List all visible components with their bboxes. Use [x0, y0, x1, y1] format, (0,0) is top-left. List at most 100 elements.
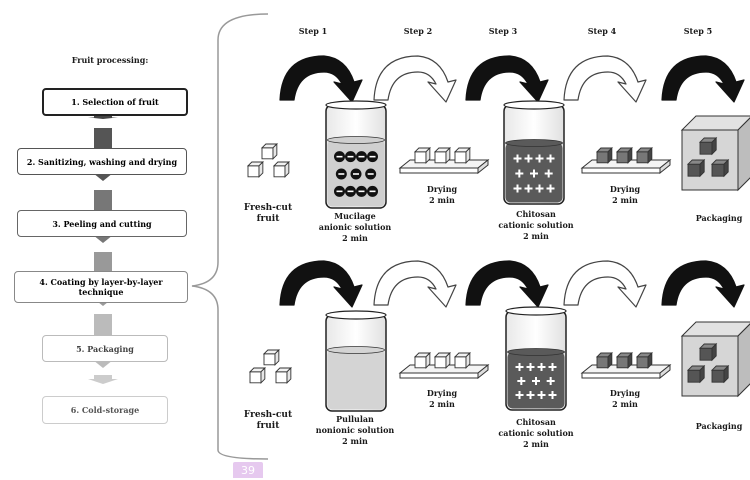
row1-fresh-cut-line-2: fruit	[256, 214, 280, 224]
step-arrow-row1-4	[563, 55, 647, 103]
row1-mucilage-beaker-liquid-surface	[327, 136, 385, 144]
flowchart-step-2: 2. Sanitizing, washing and drying	[17, 148, 187, 175]
flowchart-step-1: 1. Selection of fruit	[42, 88, 188, 116]
row1-packaging-box-cube-3	[710, 158, 730, 178]
flowchart-step-6: 6. Cold-storage	[42, 396, 168, 424]
row1-packaging-box-cube-3-side	[723, 158, 729, 178]
row1-drying-tray-2-cube-1	[595, 146, 613, 164]
row1-packaging-box-cube-1	[698, 136, 718, 156]
row2-solution2-line-3: 2 min	[523, 439, 549, 449]
flowchart-down-arrow-6	[88, 375, 118, 384]
row2-chitosan-beaker-liquid-surface	[507, 348, 565, 356]
flowchart-step-1-label: 1. Selection of fruit	[71, 97, 159, 107]
step-arrow-row1-2-shape	[373, 55, 457, 103]
row1-mucilage-beaker	[325, 100, 387, 209]
process-objects	[246, 100, 750, 412]
row2-drying-tray-2-cube-1-front	[596, 356, 609, 369]
row1-packaging-box-cube-1-front	[699, 141, 713, 155]
row1-fresh-cut-line-1: Fresh-cut	[243, 203, 293, 213]
row1-drying-tray-2-cube-1-front	[596, 151, 609, 164]
step-arrow-row2-4-shape	[563, 260, 647, 308]
row1-fresh-cut-label: Fresh-cut fruit	[238, 203, 298, 225]
step-arrow-row2-1	[279, 260, 363, 308]
row2-solution2-line-2: cationic solution	[498, 428, 574, 438]
row1-packaging-box-cube-2-side	[699, 158, 705, 178]
row2-drying-tray-1-cube-1	[413, 351, 431, 369]
step-header-5: Step 5	[683, 26, 713, 36]
row1-solution1-line-3: 2 min	[342, 233, 368, 243]
row2-drying-tray-2-cube-1-side	[607, 351, 613, 369]
row2-pullulan-beaker-rim	[325, 310, 387, 320]
flowchart-down-arrow-1	[88, 116, 118, 119]
row1-packaging-label: Packaging	[695, 213, 743, 223]
step-arrows	[279, 55, 745, 308]
step-arrow-row1-3	[465, 55, 549, 103]
row1-fresh-cut-fruit-cube-3-front	[273, 165, 286, 178]
row1-drying2-line-2: 2 min	[612, 195, 638, 205]
row2-packaging-box	[680, 321, 750, 398]
step-arrow-row2-5	[661, 260, 745, 308]
step-arrow-row1-3-shape	[465, 55, 549, 103]
row1-drying1-line-1: Drying	[426, 184, 458, 194]
flowchart-step-4-label: 4. Coating by layer-by-layer technique	[39, 277, 163, 297]
row1-solution1-line-2: anionic solution	[318, 222, 392, 232]
row1-drying2-line-1: Drying	[609, 184, 641, 194]
row2-fresh-cut-line-1: Fresh-cut	[243, 410, 293, 420]
row1-drying-tray-2-cube-3-side	[647, 146, 653, 164]
row2-drying1-line-2: 2 min	[429, 399, 455, 409]
flowchart-step-3-label: 3. Peeling and cutting	[52, 218, 152, 229]
flowchart-step-3: 3. Peeling and cutting	[17, 210, 187, 237]
row1-solution1-line-1: Mucilage	[334, 211, 376, 221]
row1-drying-tray-2	[580, 146, 672, 175]
row2-solution1-label: Pullulan nonionic solution 2 min	[305, 414, 405, 447]
row1-fresh-cut-fruit-cube-2	[246, 160, 264, 178]
row1-drying-tray-2-cube-2-front	[616, 151, 629, 164]
row1-fresh-cut-fruit-cube-3	[272, 160, 290, 178]
row2-drying-tray-1-cube-1-front	[414, 356, 427, 369]
row1-drying-tray-2-cube-3-front	[636, 151, 649, 164]
row2-drying-tray-1-cube-2-side	[445, 351, 451, 369]
row2-fresh-cut-fruit-cube-2	[248, 366, 266, 384]
row2-fresh-cut-fruit-cube-2-side	[260, 366, 266, 384]
step-arrow-row2-2-shape	[373, 260, 457, 308]
row2-fresh-cut-fruit-cube-2-front	[249, 371, 262, 384]
row2-packaging-label: Packaging	[695, 421, 743, 431]
row1-fresh-cut-fruit-cube-2-side	[258, 160, 264, 178]
step-arrow-row2-3-shape	[465, 260, 549, 308]
row2-drying-tray-1-cube-2	[433, 351, 451, 369]
row1-packaging-box-cube-3-front	[711, 163, 725, 177]
row1-drying-tray-2-front	[581, 167, 661, 174]
row2-packaging-box-cube-2	[686, 364, 706, 384]
row2-drying-tray-2-cube-2-front	[616, 356, 629, 369]
flowchart-step-4: 4. Coating by layer-by-layer technique	[14, 271, 188, 303]
row2-solution2-label: Chitosan cationic solution 2 min	[486, 417, 586, 450]
row2-pullulan-beaker-liquid-surface	[327, 346, 385, 354]
row2-drying1-label: Drying 2 min	[412, 388, 472, 410]
step-arrow-row2-4	[563, 260, 647, 308]
row1-chitosan-beaker-rim	[503, 100, 565, 110]
row2-drying2-line-2: 2 min	[612, 399, 638, 409]
row1-fresh-cut-fruit-cube-1-front	[261, 147, 274, 160]
row2-packaging-box-cube-3	[710, 364, 730, 384]
row2-drying-tray-1-cube-3-side	[465, 351, 471, 369]
row2-drying-tray-2-side	[659, 363, 671, 380]
row2-solution1-line-1: Pullulan	[336, 414, 374, 424]
row1-packaging-box-cube-1-side	[711, 136, 717, 156]
row2-drying-tray-2-cube-1	[595, 351, 613, 369]
step-arrow-row1-5	[661, 55, 745, 103]
row2-packaging-box-side	[737, 323, 750, 398]
row1-solution2-line-1: Chitosan	[516, 209, 556, 219]
step-arrow-row2-2	[373, 260, 457, 308]
page-number-badge: 39	[233, 462, 263, 478]
row2-drying-tray-1	[398, 351, 490, 380]
step-header-4: Step 4	[587, 26, 617, 36]
row1-drying-tray-2-side	[659, 158, 671, 175]
row2-packaging-box-cube-3-front	[711, 369, 725, 383]
row2-solution1-line-3: 2 min	[342, 436, 368, 446]
row2-pullulan-beaker	[325, 310, 387, 412]
flowchart-step-5-label: 5. Packaging	[76, 343, 134, 354]
row2-drying-tray-2-cube-2-side	[627, 351, 633, 369]
row2-fresh-cut-fruit-cube-3-side	[286, 366, 292, 384]
row2-packaging-box-cube-2-front	[687, 369, 701, 383]
